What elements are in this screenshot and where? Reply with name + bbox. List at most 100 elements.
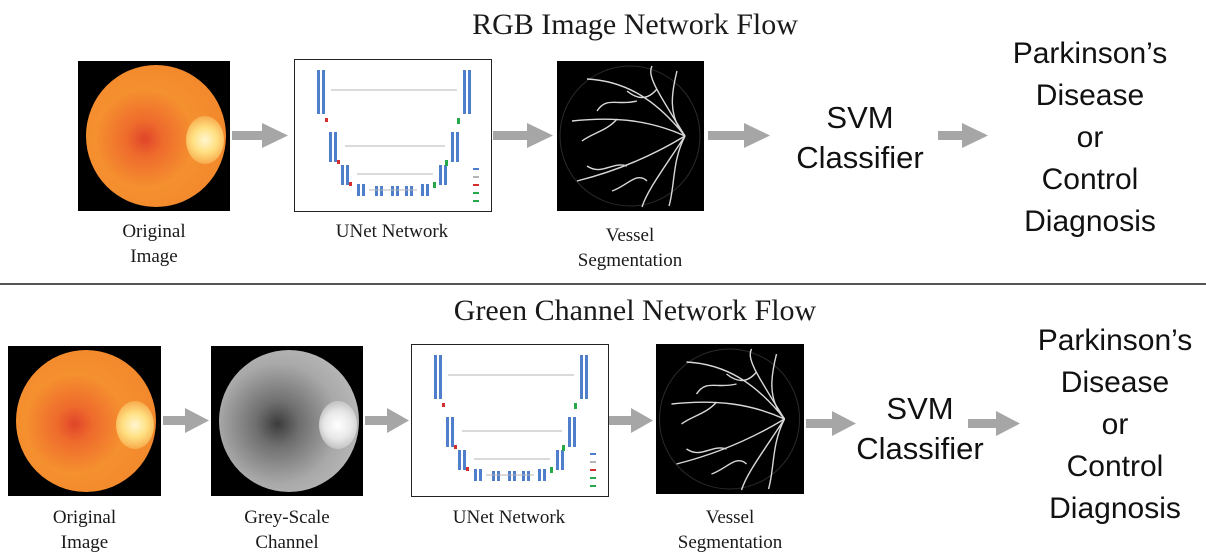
vessel-branch	[711, 459, 747, 475]
caption-line: Vessel	[605, 225, 655, 246]
vessel-branch	[596, 100, 638, 112]
vessel-branch	[586, 164, 628, 171]
unet-legend-swatch	[590, 461, 596, 463]
unet-legend-swatch	[473, 192, 479, 194]
optic-disc	[319, 401, 357, 449]
svm-line: SVM	[886, 391, 954, 426]
unet-block	[405, 186, 408, 196]
top-original-image	[78, 61, 230, 211]
vessel-branch	[686, 447, 727, 454]
unet-block	[362, 184, 365, 196]
unet-block	[573, 417, 576, 447]
unet-block	[322, 70, 325, 114]
top-arrows	[232, 123, 988, 148]
vessel-branch	[626, 88, 658, 99]
unet-block	[375, 186, 378, 196]
unet-block	[451, 132, 454, 162]
optic-disc	[186, 116, 224, 164]
unet-block	[446, 417, 449, 447]
bottom-grey-scale-image	[211, 346, 363, 496]
unet-legend-swatch	[590, 477, 596, 479]
vessel-branch	[641, 135, 686, 208]
top-vessel-segmentation	[557, 61, 704, 211]
bottom-vessel-segmentation	[656, 344, 804, 494]
unet-block	[463, 450, 466, 470]
vessel-branch	[771, 353, 786, 420]
bottom-original-image	[8, 346, 161, 496]
vessel-branch	[571, 118, 686, 137]
unet-block	[396, 186, 399, 196]
arrow-icon	[232, 123, 288, 148]
bottom-original-caption: Original Image	[8, 505, 161, 555]
arrow-icon	[806, 411, 856, 436]
caption-line: Segmentation	[677, 532, 783, 553]
vessel-branch	[767, 418, 786, 490]
outcome-line: Disease	[1035, 79, 1145, 112]
unet-block	[556, 450, 559, 470]
unet-block	[585, 355, 588, 399]
svm-line: SVM	[826, 100, 894, 135]
unet-block	[380, 186, 383, 196]
arrow-icon	[968, 411, 1020, 436]
unet-block	[479, 469, 482, 481]
bottom-unet-caption: UNet Network	[452, 507, 566, 528]
unet-legend-swatch	[590, 485, 596, 487]
arrow-icon	[938, 123, 988, 148]
top-original-caption: Original Image	[78, 219, 230, 269]
vessel-map	[559, 65, 701, 208]
top-unet-diagram	[294, 59, 492, 212]
unet-down-marker	[454, 445, 457, 449]
vessel-branch	[611, 176, 648, 192]
svm-line: Classifier	[796, 140, 924, 175]
caption-line: Original	[52, 507, 117, 528]
caption-line: Image	[130, 246, 178, 267]
outcome-line: Control	[1041, 163, 1139, 196]
unet-block	[317, 70, 320, 114]
unet-block	[513, 471, 516, 481]
unet-block	[458, 450, 461, 470]
outcome-line: Control	[1066, 450, 1164, 483]
unet-block	[334, 132, 337, 162]
vessel-branch	[676, 418, 785, 465]
unet-block	[463, 70, 466, 114]
vessel-branch	[726, 371, 758, 382]
unet-legend-swatch	[473, 200, 479, 202]
outcome-line: or	[1076, 121, 1104, 154]
caption-line: Original	[122, 221, 186, 242]
caption-line: Grey-Scale	[244, 507, 330, 528]
unet-block	[568, 417, 571, 447]
unet-block	[580, 355, 583, 399]
unet-down-marker	[349, 182, 352, 186]
top-svm-classifier: SVM Classifier	[780, 98, 940, 178]
vessel-branch	[668, 135, 686, 207]
bottom-arrows	[163, 408, 1020, 436]
unet-block	[474, 469, 477, 481]
unet-block	[497, 471, 500, 481]
unet-block	[341, 165, 344, 185]
unet-block	[451, 417, 454, 447]
top-flow-title: RGB Image Network Flow	[472, 8, 798, 41]
unet-legend-swatch	[590, 469, 596, 471]
outcome-line: Diagnosis	[1049, 492, 1181, 525]
vessel-branch	[586, 78, 686, 137]
vessel-branch	[686, 361, 786, 420]
unet-block	[444, 165, 447, 185]
unet-up-marker	[433, 182, 436, 188]
bottom-flow-title: Green Channel Network Flow	[453, 294, 817, 327]
arrow-icon	[163, 408, 209, 433]
caption-line: Segmentation	[577, 250, 683, 271]
unet-block	[421, 184, 424, 196]
caption-line: Image	[60, 532, 109, 553]
outcome-line: Diagnosis	[1024, 205, 1156, 238]
unet-block	[492, 471, 495, 481]
unet-down-marker	[442, 403, 445, 407]
unet-up-marker	[457, 118, 460, 124]
fundus-boundary	[559, 65, 701, 207]
optic-disc	[116, 401, 154, 449]
svm-line: Classifier	[856, 431, 984, 466]
vessel-branch	[581, 118, 618, 142]
unet-down-marker	[325, 118, 328, 122]
bottom-unet-diagram	[411, 344, 609, 497]
unet-block	[522, 471, 525, 481]
top-unet-caption: UNet Network	[335, 221, 449, 242]
